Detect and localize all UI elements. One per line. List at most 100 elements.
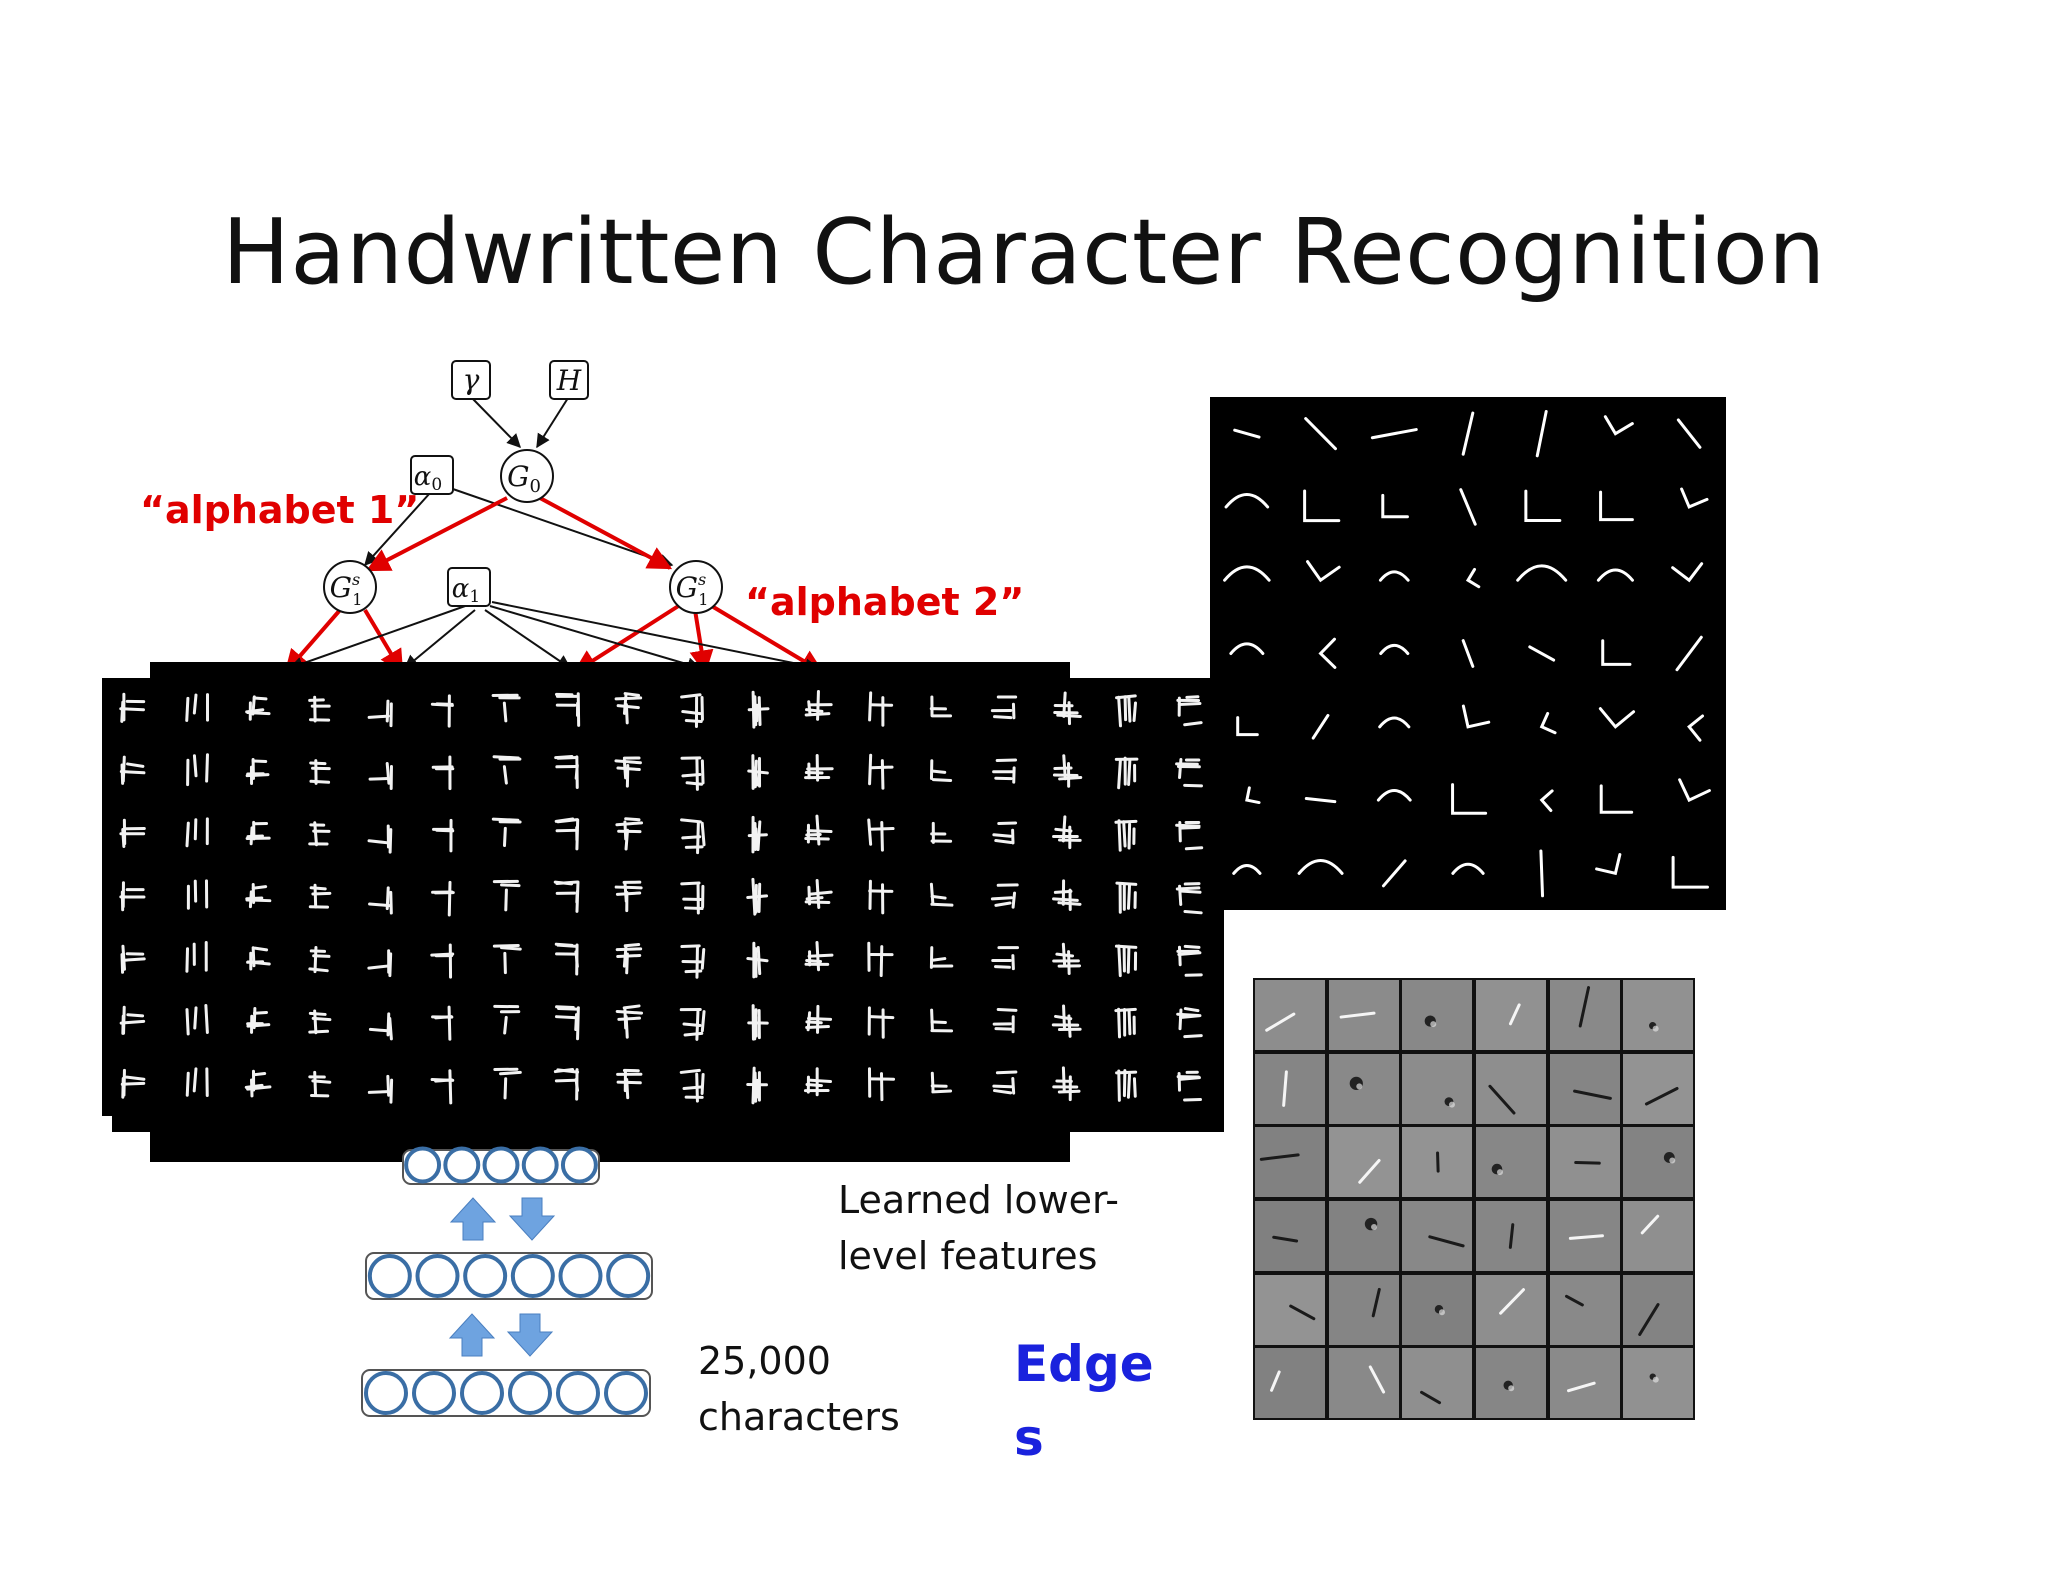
network-unit <box>460 1371 504 1415</box>
character-sample <box>308 883 332 909</box>
character-sample <box>1115 1069 1138 1102</box>
network-unit <box>508 1371 552 1415</box>
character-sample <box>614 756 642 788</box>
stroke-primitive <box>1224 492 1270 509</box>
stroke-primitive <box>1381 859 1407 888</box>
character-sample <box>1115 881 1138 914</box>
stroke-primitive <box>1601 639 1632 666</box>
character-sample <box>308 695 331 723</box>
character-sample <box>803 1067 832 1097</box>
character-sample <box>430 694 454 728</box>
edge-filter <box>1328 1053 1399 1124</box>
stroke-primitive <box>1236 716 1259 737</box>
character-sample <box>680 693 704 729</box>
stroke-primitive <box>1671 855 1709 889</box>
learned-lower-level-label: Learned lower- level features <box>838 1172 1119 1284</box>
stroke-primitive <box>1461 639 1475 668</box>
character-sample <box>1053 691 1082 726</box>
edge-filter <box>1476 1348 1546 1419</box>
character-sample <box>680 881 705 915</box>
character-sample <box>929 946 954 969</box>
stroke-primitive <box>1303 489 1341 523</box>
character-sample <box>929 695 953 718</box>
character-sample <box>930 821 953 844</box>
character-sample <box>929 759 953 782</box>
character-sample <box>244 1069 272 1098</box>
characters-word: characters <box>698 1395 900 1439</box>
network-unit <box>463 1254 508 1298</box>
edges-line2: s <box>1014 1409 1044 1467</box>
character-sample <box>1052 815 1082 850</box>
character-sample <box>553 880 580 913</box>
character-sample <box>804 940 834 972</box>
character-sample <box>615 943 643 975</box>
stroke-primitive <box>1598 707 1636 729</box>
edge-filter <box>1549 980 1620 1050</box>
character-sample <box>804 689 833 721</box>
stroke-primitive <box>1376 789 1412 802</box>
learned-lower-line1: Learned lower- <box>838 1178 1119 1222</box>
character-sample <box>1052 1066 1081 1102</box>
edge-filter <box>1328 980 1399 1050</box>
character-sample <box>991 946 1020 971</box>
character-sample <box>1175 820 1204 851</box>
edge-filter <box>1476 1053 1546 1124</box>
character-sample <box>747 754 769 790</box>
character-sample <box>615 1004 644 1039</box>
edge-alpha1-c4 <box>489 605 702 672</box>
character-sample <box>246 946 271 971</box>
edge-filter <box>1328 1348 1399 1419</box>
character-sample <box>246 1007 271 1034</box>
alpha1-node <box>447 567 491 607</box>
character-sample <box>1114 944 1138 978</box>
stroke-primitive <box>1451 783 1488 815</box>
character-sample <box>554 692 581 727</box>
stroke-primitive <box>1461 704 1491 729</box>
network-unit <box>482 1146 520 1184</box>
character-sample <box>185 693 210 722</box>
character-sample <box>867 1006 895 1039</box>
alphabet-2-label: “alphabet 2” <box>745 580 1025 624</box>
character-sample <box>368 886 393 915</box>
stroke-primitive <box>1311 713 1330 740</box>
stroke-primitive <box>1516 564 1568 582</box>
edge-filter <box>1402 1348 1473 1419</box>
stroke-primitive <box>1687 714 1705 742</box>
stroke-primitive <box>1229 642 1265 655</box>
character-sample <box>491 693 521 723</box>
stroke-primitive <box>1675 635 1703 672</box>
edge-filter <box>1549 1201 1620 1271</box>
stroke-primitive <box>1245 786 1261 805</box>
edge-features-grid <box>1253 978 1695 1420</box>
character-sample <box>930 1008 954 1033</box>
edge-filter <box>1623 1348 1694 1419</box>
character-sample <box>245 758 270 786</box>
character-sample <box>119 755 146 785</box>
character-sample <box>805 1004 833 1034</box>
character-sample <box>493 1004 521 1035</box>
edge-filter <box>1328 1201 1399 1271</box>
character-sample <box>308 821 331 847</box>
stroke-primitive <box>1381 493 1409 519</box>
network-unit <box>404 1146 442 1184</box>
character-sample <box>492 944 522 975</box>
edge-filter <box>1623 1127 1694 1198</box>
character-sample <box>804 879 833 909</box>
character-sample <box>553 1068 580 1101</box>
character-sample <box>555 1005 580 1041</box>
character-sample <box>614 880 643 913</box>
edge-filter <box>1402 1053 1473 1124</box>
network-layer-2 <box>365 1252 653 1300</box>
character-sample <box>1176 944 1203 977</box>
character-sample <box>930 1071 953 1094</box>
character-sample <box>554 754 579 789</box>
edges-label: Edge s <box>1014 1327 1154 1475</box>
character-sample <box>804 753 834 782</box>
edge-g0-g1b <box>539 496 673 570</box>
edge-filter <box>1549 1053 1620 1124</box>
character-sample <box>992 1007 1018 1034</box>
character-sample <box>1176 1070 1202 1102</box>
character-sample <box>492 755 522 785</box>
character-sample <box>119 818 146 848</box>
